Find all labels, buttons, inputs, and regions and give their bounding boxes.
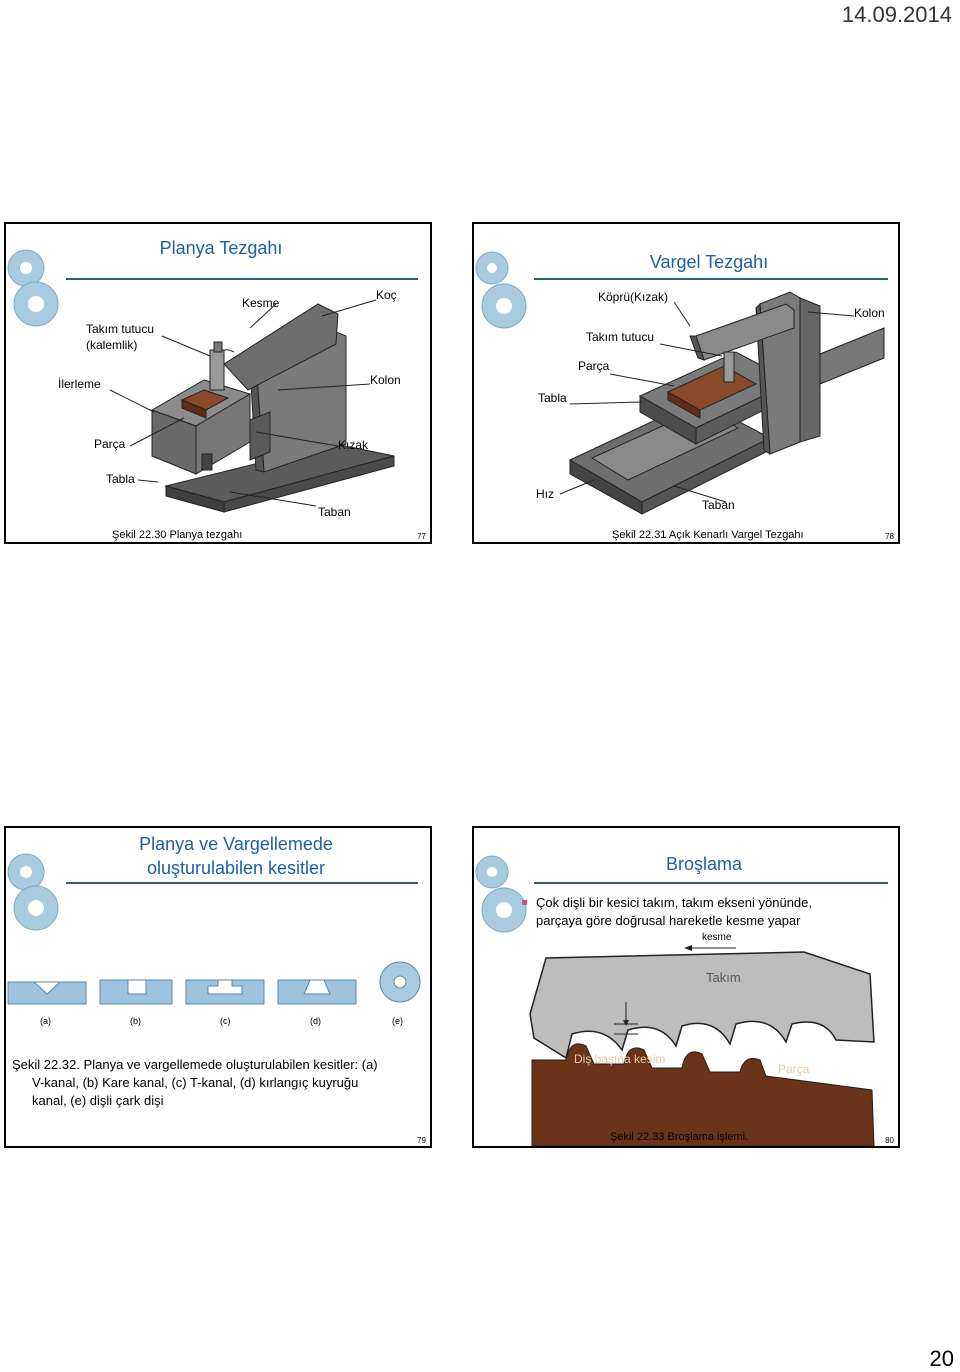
label-takim: Takım: [706, 970, 741, 985]
kesit-profiles-illustration: [7, 961, 421, 1005]
slide-kesitler: Planya ve Vargellemede oluşturulabilen k…: [4, 826, 432, 1148]
label-takim-tutucu: Takım tutucu: [586, 330, 655, 344]
gear-icon: [7, 249, 59, 327]
label-b: (b): [130, 1016, 141, 1026]
title-rule: [534, 278, 888, 280]
label-kesme: Kesme: [242, 296, 280, 310]
label-e: (e): [392, 1016, 403, 1026]
label-koc: Koç: [376, 288, 397, 302]
figure-caption: Şekil 22.33 Broşlama işlemi.: [610, 1131, 749, 1143]
label-tabla: Tabla: [106, 472, 135, 486]
gear-icon: [475, 251, 527, 329]
figure-caption-line2: V-kanal, (b) Kare kanal, (c) T-kanal, (d…: [32, 1075, 359, 1090]
title-rule: [66, 278, 418, 280]
figure-caption: Şekil 22.31 Açık Kenarlı Vargel Tezgahı: [612, 529, 804, 541]
label-ilerleme: İlerleme: [58, 377, 101, 391]
figure-caption-line3: kanal, (e) dişli çark dişi: [32, 1093, 164, 1108]
slide-number: 78: [885, 532, 894, 541]
bullet-square-icon: [522, 900, 527, 905]
slide-planya-tezgahi: Planya Tezgahı: [4, 222, 432, 544]
page-number: 20: [929, 1346, 954, 1371]
figure-caption-line1: Şekil 22.32. Planya ve vargellemede oluş…: [12, 1057, 378, 1072]
slide-title-line1: Planya ve Vargellemede: [139, 834, 333, 854]
slide-title-line2: oluşturulabilen kesitler: [146, 858, 326, 878]
gear-icon: [475, 855, 527, 933]
slide-title: Planya Tezgahı: [159, 238, 283, 258]
label-a: (a): [40, 1016, 51, 1026]
slide-date: 14.09.2014: [841, 2, 952, 27]
label-d: (d): [310, 1016, 321, 1026]
label-tabla: Tabla: [538, 391, 567, 405]
label-hiz: Hız: [536, 487, 554, 501]
label-kolon: Kolon: [854, 306, 885, 320]
label-taban: Taban: [318, 505, 351, 519]
label-kalemlik: (kalemlik): [86, 338, 138, 352]
bullet-line2: parçaya göre doğrusal hareketle kesme ya…: [536, 913, 801, 928]
label-kizak: Kızak: [338, 438, 369, 452]
label-parca: Parça: [94, 437, 126, 451]
broaching-illustration: [529, 945, 875, 1146]
gear-icon: [7, 853, 59, 931]
label-kopru: Köprü(Kızak): [598, 290, 669, 304]
slide-number: 79: [417, 1136, 426, 1145]
slide-vargel-tezgahi: Vargel Tezgahı: [472, 222, 900, 544]
label-parca: Parça: [578, 359, 610, 373]
bullet-line1: Çok dişli bir kesici takım, takım ekseni…: [536, 895, 812, 910]
label-kesme: kesme: [702, 932, 732, 943]
slide-broslama: Broşlama Çok dişli bir kesici takım, tak…: [472, 826, 900, 1148]
label-c: (c): [220, 1016, 231, 1026]
title-rule: [534, 882, 888, 884]
planya-machine-illustration: [109, 299, 395, 513]
slide-number: 77: [417, 532, 426, 541]
slide-title: Broşlama: [665, 854, 743, 874]
label-takim-tutucu: Takım tutucu: [86, 322, 155, 336]
label-parca: Parça: [778, 1062, 810, 1076]
title-rule: [66, 882, 418, 884]
vargel-machine-illustration: [559, 291, 885, 515]
label-kolon: Kolon: [370, 373, 401, 387]
figure-caption: Şekil 22.30 Planya tezgahı: [112, 529, 243, 541]
label-dis-basina-kesim: Diş başına kesim: [574, 1052, 666, 1066]
slide-number: 80: [885, 1136, 894, 1145]
slide-title: Vargel Tezgahı: [649, 252, 769, 272]
label-taban: Taban: [702, 498, 735, 512]
